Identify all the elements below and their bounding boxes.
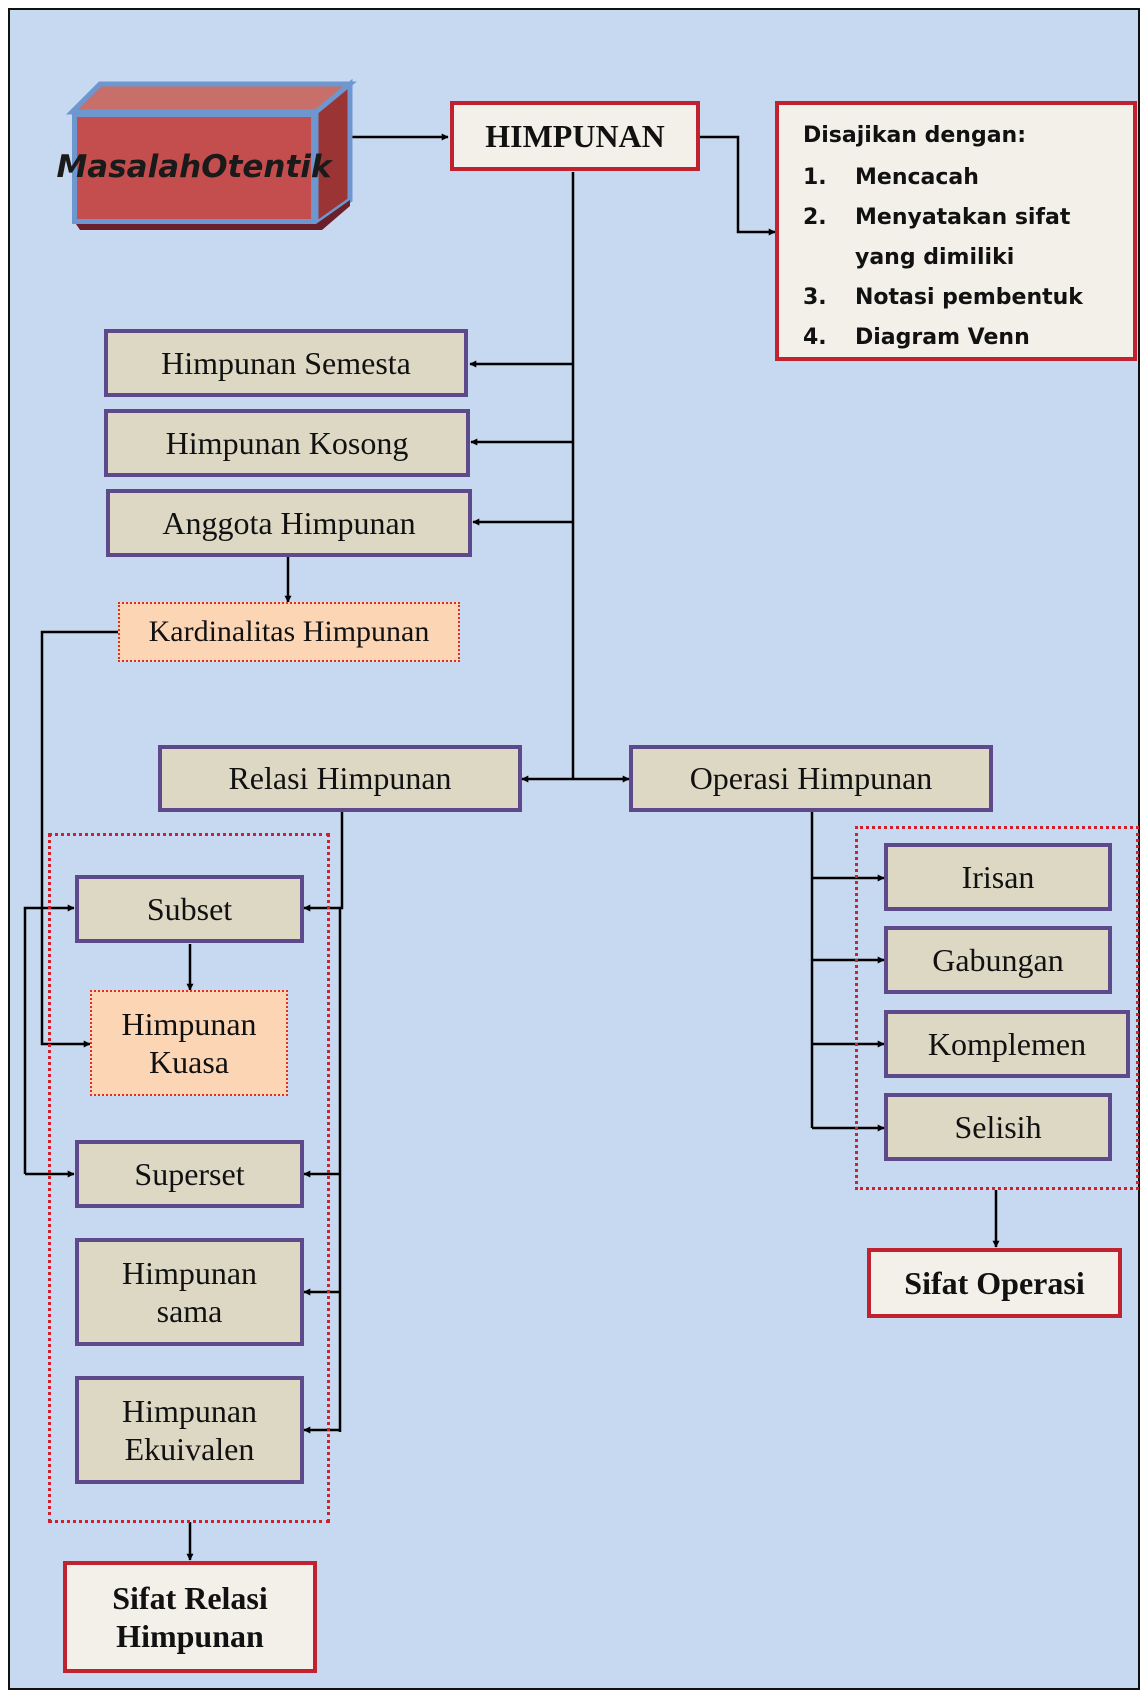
node-himpunan-sama: Himpunan sama [75,1238,304,1346]
node-himpunan-kuasa: Himpunan Kuasa [90,990,288,1096]
representation-item: 1.Mencacah [803,165,979,190]
node-himpunan-ekuivalen: Himpunan Ekuivalen [75,1376,304,1484]
node-komplemen: Komplemen [884,1010,1130,1078]
operasi-group-frame [855,826,1139,1190]
representation-heading: Disajikan dengan: [803,123,1027,148]
node-superset: Superset [75,1140,304,1208]
source-box-label-2: Otentik [201,149,332,186]
node-sifat-operasi: Sifat Operasi [867,1248,1122,1318]
node-kardinalitas-himpunan: Kardinalitas Himpunan [118,602,460,662]
node-operasi-himpunan: Operasi Himpunan [629,745,993,812]
relasi-group-frame [48,833,330,1523]
node-relasi-himpunan: Relasi Himpunan [158,745,522,812]
title-himpunan: HIMPUNAN [450,101,700,171]
arrow-subset-superset-link [23,904,75,1174]
arrow-kardinalitas-to-kuasa [40,630,118,1048]
node-selisih: Selisih [884,1093,1112,1161]
node-sifat-relasi-himpunan: Sifat Relasi Himpunan [63,1561,317,1673]
source-box-label-1: Masalah [56,149,202,186]
representation-item: 2.Menyatakan sifat yang dimiliki [803,205,1071,270]
relasi-trunk [338,812,344,1432]
node-subset: Subset [75,875,304,943]
source-box-shadow [76,200,350,230]
node-himpunan-semesta: Himpunan Semesta [104,329,468,397]
source-box-top [65,81,357,115]
node-anggota-himpunan: Anggota Himpunan [106,489,472,557]
arrow-title-to-info [700,135,776,236]
node-irisan: Irisan [884,843,1112,911]
node-gabungan: Gabungan [884,926,1112,994]
representation-box: Disajikan dengan: 1.Mencacah 2.Menyataka… [775,101,1137,361]
node-himpunan-kosong: Himpunan Kosong [104,409,470,477]
representation-item: 3.Notasi pembentuk [803,285,1083,310]
representation-item: 4.Diagram Venn [803,325,1030,350]
